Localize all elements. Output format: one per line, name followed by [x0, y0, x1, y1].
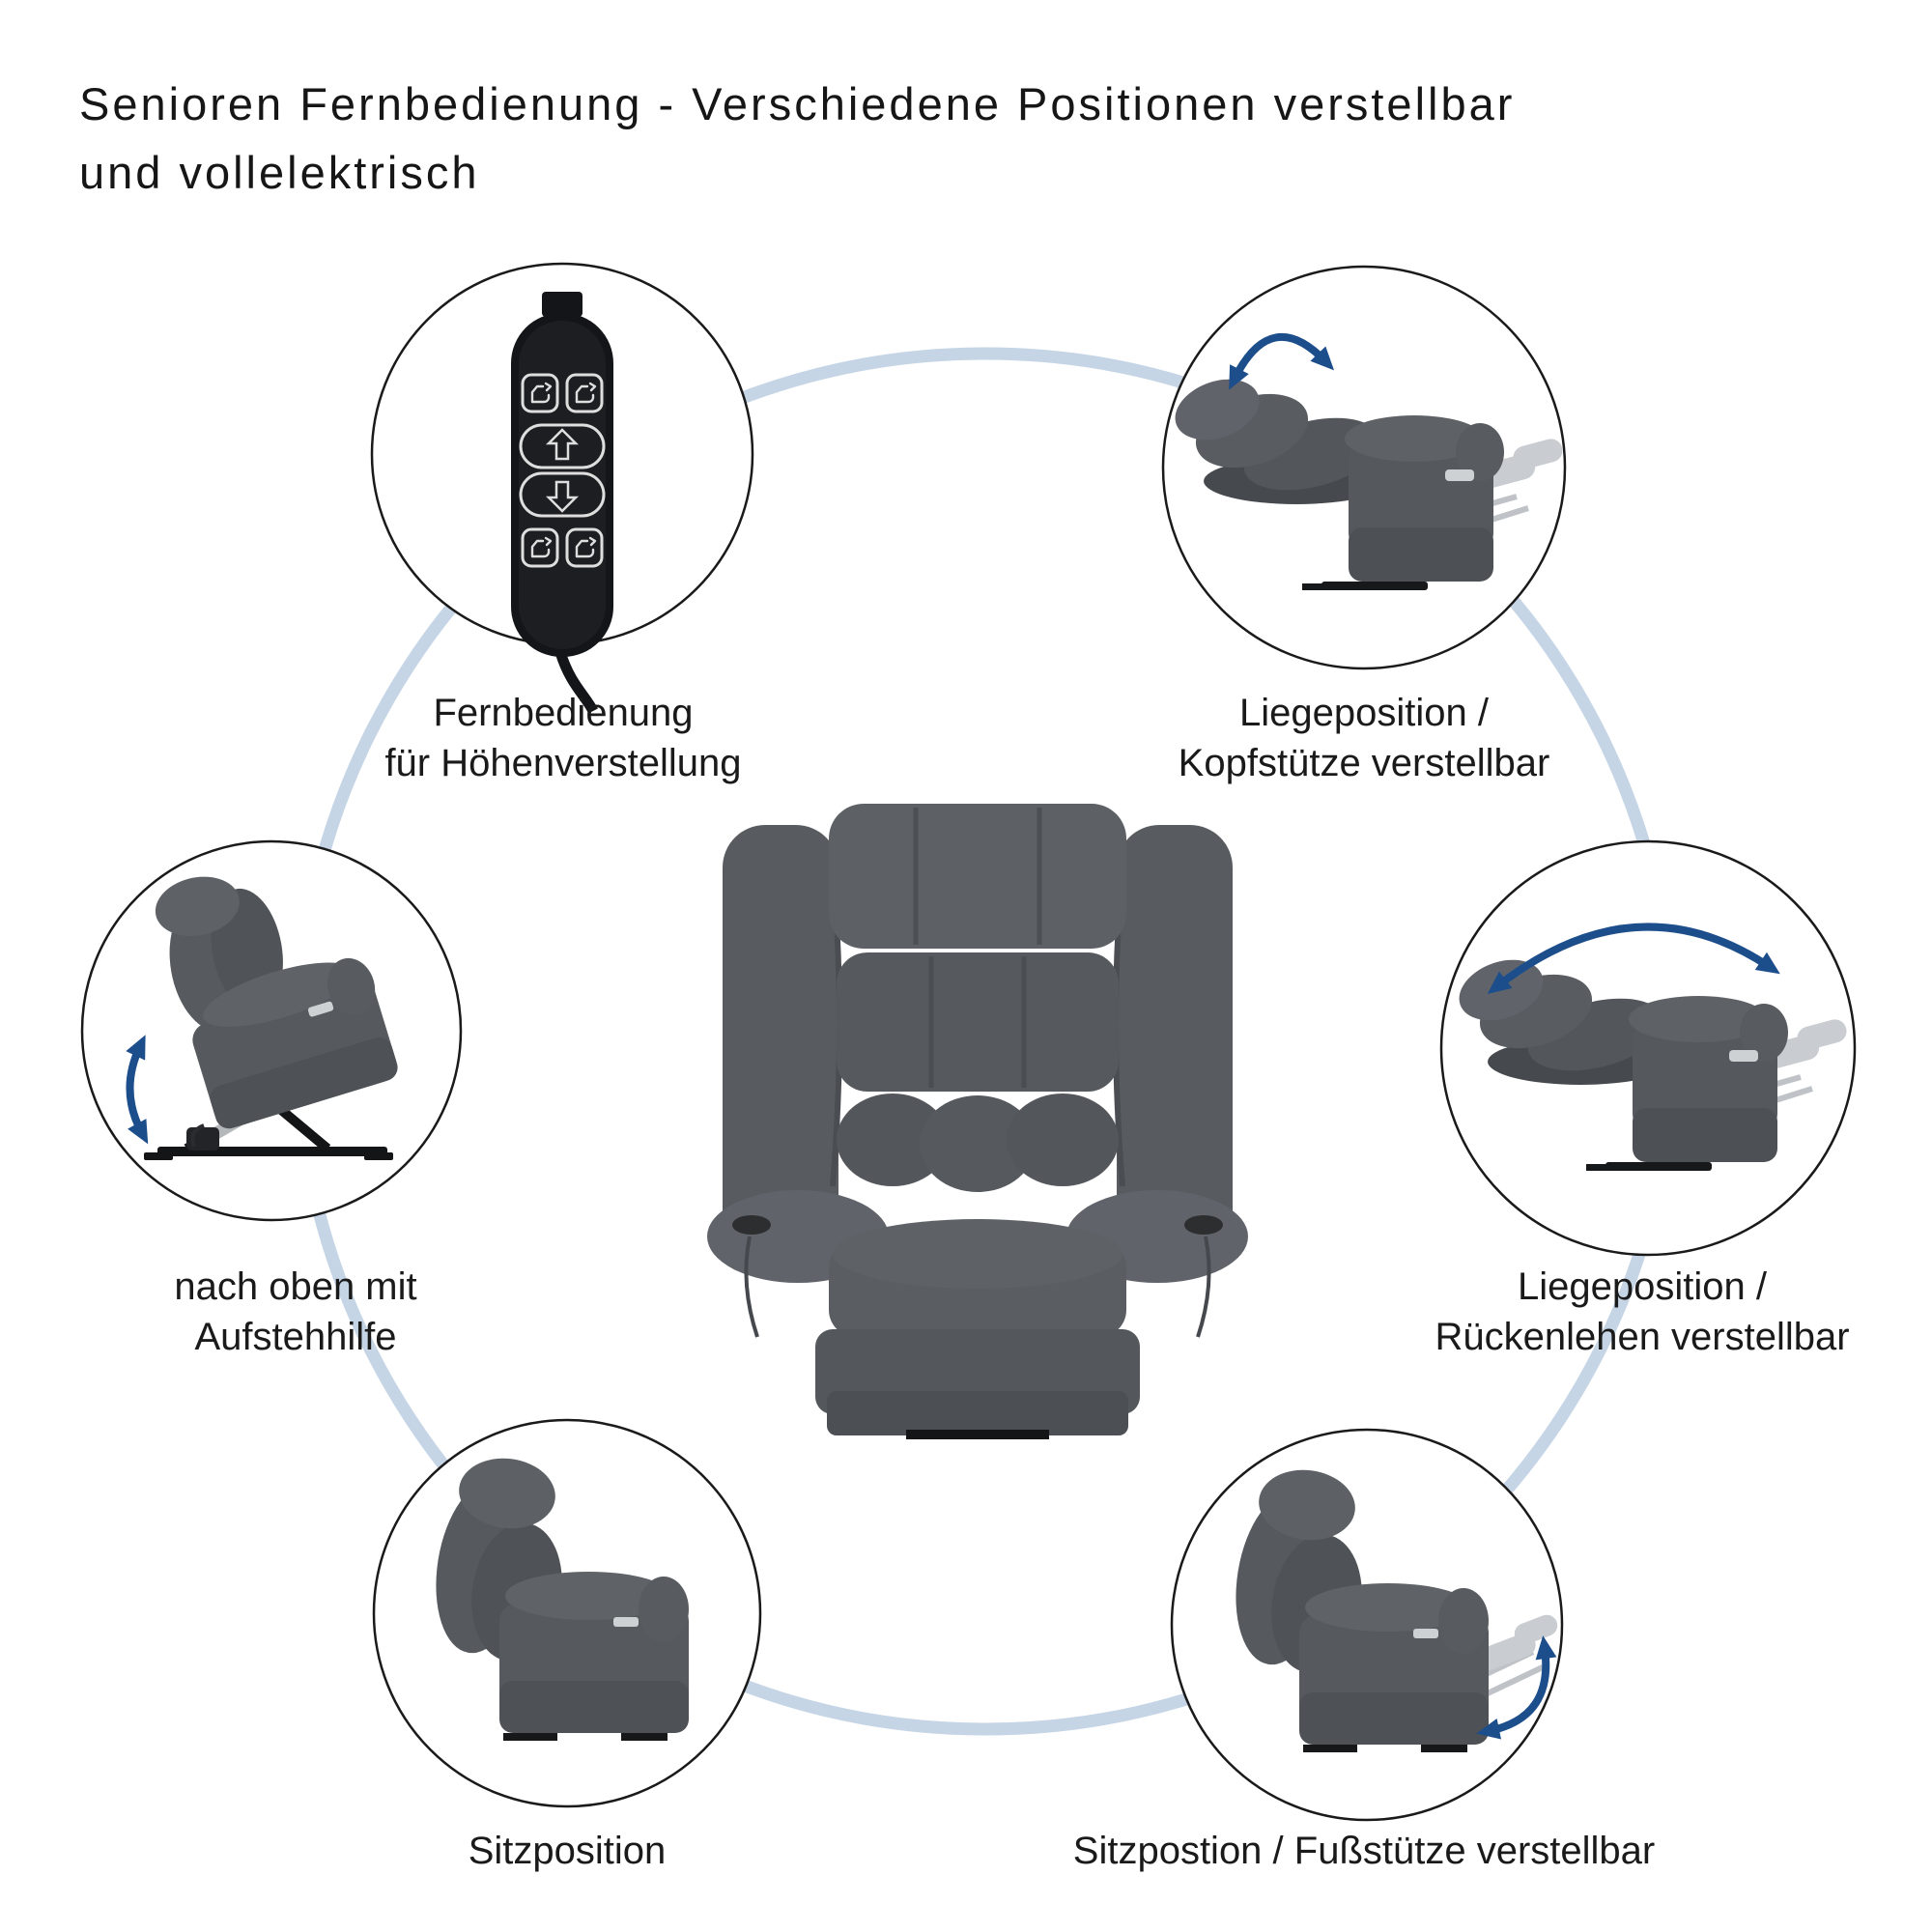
feature-label-line: Liegeposition /	[1239, 692, 1489, 734]
feature-label-line: für Höhenverstellung	[384, 742, 742, 784]
lift-arrow-icon	[126, 1035, 149, 1145]
recliner-front-icon	[707, 804, 1248, 1439]
recliner-flat-backrest-icon	[1450, 923, 1849, 1171]
feature-label-line: Sitzpostion / Fußstütze verstellbar	[1072, 1830, 1656, 1872]
feature-label-fussstuetze: Sitzpostion / Fußstütze verstellbar	[1073, 1826, 1655, 1876]
page-title-line-2: und vollelektrisch	[79, 147, 480, 198]
down-arrow-icon	[545, 480, 580, 513]
feature-label-line: Liegeposition /	[1518, 1265, 1767, 1308]
page-title-line-1: Senioren Fernbedienung - Verschiedene Po…	[79, 78, 1516, 129]
recliner-footrest-icon	[1224, 1464, 1560, 1752]
feature-label-liege-rueckenlehne: Liegeposition / Rückenlehen verstellbar	[1435, 1262, 1849, 1362]
up-arrow-icon	[545, 428, 580, 461]
footrest-arrow-icon	[1476, 1635, 1557, 1740]
feature-label-line: nach oben mit	[174, 1265, 417, 1308]
feature-label-line: Rückenlehen verstellbar	[1435, 1316, 1850, 1358]
feature-label-remote: Fernbedienung für Höhenverstellung	[384, 688, 741, 788]
page-title: Senioren Fernbedienung - Verschiedene Po…	[79, 70, 1515, 207]
feature-label-sitzposition: Sitzposition	[469, 1826, 667, 1876]
remote-control-icon	[511, 292, 613, 714]
feature-label-liege-kopfstuetze: Liegeposition / Kopfstütze verstellbar	[1179, 688, 1550, 788]
feature-label-line: Sitzposition	[468, 1830, 667, 1872]
feature-label-aufstehhilfe: nach oben mit Aufstehhilfe	[174, 1262, 416, 1362]
feature-label-line: Kopfstütze verstellbar	[1178, 742, 1550, 784]
feature-label-line: Fernbedienung	[433, 692, 694, 734]
recliner-flat-headrest-icon	[1166, 332, 1565, 590]
rotation-arrow-icon	[1229, 332, 1335, 390]
feature-label-line: Aufstehhilfe	[194, 1316, 397, 1358]
recliner-lift-icon	[126, 876, 398, 1160]
rotation-arrow-icon	[1487, 923, 1780, 994]
